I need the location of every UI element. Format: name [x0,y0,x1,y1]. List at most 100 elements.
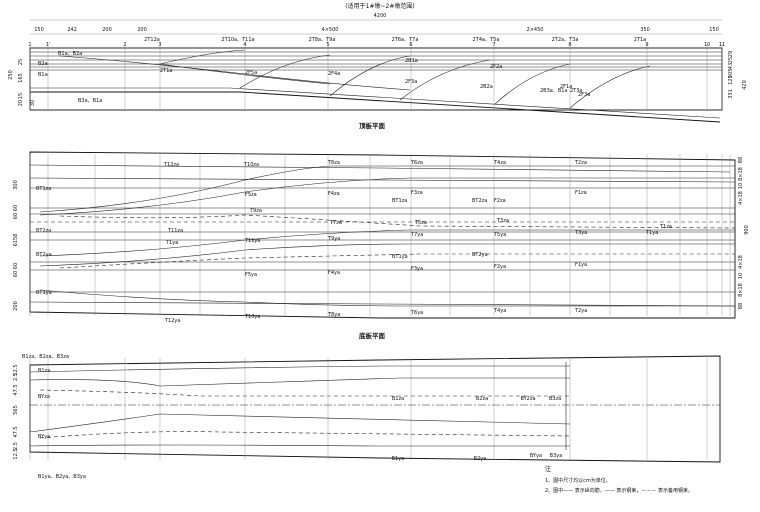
plan2-lower-label: T1ya [645,230,658,236]
plan2-title: 底板平面 [359,331,386,340]
plan1-inner-label: 2T3a [570,88,582,94]
plan3-lower-label: B2ya [474,456,487,462]
notes-line-2: 2、图中—— 表示纵向筋，—— 表示钢束，－－－ 表示备用钢束。 [545,487,693,494]
plan2-top-label: T4za [493,160,506,166]
plan1-section-lines [29,44,723,110]
plan2-lower-label: T9ya [327,236,340,242]
plan2-right-dim: 10 [738,183,744,189]
plan3-upper-label: B1za [392,396,404,402]
plan1-inner-label: 2F1a [560,84,572,90]
segment-dimension: 150 [34,27,44,33]
plan1-right-dim: 331 [728,89,734,99]
plan1-right-dim: 5 [728,68,734,71]
segment-dimension: 2×450 [527,27,544,33]
plan2-left-dim: 60 [13,205,19,211]
plan2-left-dim: 60 [13,213,19,219]
plan2-upper-label: BT2za [472,198,487,204]
plan2-right-dim: 4×18 [738,255,744,269]
segment-dimension: 150 [709,27,719,33]
plan1-left-dim: 20 [18,100,24,106]
plan2-right-dim: 8×18 [738,283,744,297]
plan1-left-label: B3a、B1a [78,98,102,104]
plan2-left-dim: 200 [13,301,19,311]
plan2-bottom-label: T4ya [493,308,506,314]
plan2-top-label: T6za [410,160,423,166]
plan1-left-label: B2a [38,61,48,67]
plan2-upper-label: T1za [659,224,672,230]
plan1-inner-label: 2F3a [405,79,417,85]
plan2-lower-label: F4ya [328,270,340,276]
plan2-left-label: BT2za [36,228,51,234]
plan3-left-label: BYza [38,394,50,400]
plan3-upper-label: B3za [549,396,561,402]
plan2-left-label: BT1za [36,186,51,192]
plan2-lower-label: T7ya [410,232,423,238]
notes-line-1: 1、图中尺寸均以cm为单位。 [545,477,611,484]
plan2-right-dim: 88 [738,157,744,163]
plan3-top-left-label: B1za、B2za、B3za [22,354,69,360]
plan1-left-dim: 15 [18,93,24,99]
plan1-right-dim: 420 [742,80,748,90]
plan2-lower-label: F2ya [494,264,506,270]
plan2-right-dim: 88 [738,303,744,309]
plan1-left-dim: 250 [8,70,14,80]
segment-dimension: 200 [102,27,112,33]
plan2-upper-label: F3za [411,190,423,196]
plan2-lower-label: BT2ya [472,252,488,258]
plan1-left-dim: 30 [30,100,36,106]
plan3-drawing [29,355,721,463]
plan2-upper-label: BT1za [392,198,407,204]
plan1-left-dim: 165 [18,73,24,83]
plan2-top-label: T2za [574,160,587,166]
plan2-lower-label: T3ya [574,230,587,236]
plan1-left-label: B1a、B2a [58,51,82,57]
plan1-inner-label: 2F5a [245,70,257,76]
plan2-upper-label: F1za [575,190,587,196]
plan2-lower-label: F5ya [245,272,257,278]
group-label: 2T2a、T3a [552,37,579,43]
total-dimension: 4200 [374,13,387,19]
plan3-left-dim: 2.5 [13,373,19,381]
plan2-bottom-label: T2ya [574,308,587,314]
plan2-upper-label: F4za [328,191,340,197]
plan2-upper-label: T7za [329,220,342,226]
plan3-lower-label: B1ya [392,456,405,462]
segment-dimension: 4×500 [322,27,339,33]
plan3-left-dim: 2.5 [13,442,19,450]
segment-dimension: 242 [67,27,77,33]
plan1-inner-label: 2B2a [480,84,493,90]
plan2-top-label: T12za [163,162,179,168]
plan2-left-dim: 6158 [13,234,19,247]
plan1-inner-label: 2B3a、B1a [540,88,568,94]
group-label: 2T12a [144,37,160,43]
plan2-upper-label: F5za [245,192,257,198]
plan2-right-dim: 8×18 [738,167,744,181]
plan3-left-label: BYya [38,434,50,440]
plan2-left-label: BT1ya [36,290,52,296]
plan1-right-dim: 43 [728,63,734,69]
plan1-taper-edge [30,91,721,123]
plan2-bottom-label: T8ya [327,312,340,318]
notes-heading: 注 [545,465,551,473]
plan1-right-dim: 29 [728,51,734,57]
plan2-left-dim: 60 [13,263,19,269]
plan1-right-dim: 25 [728,57,734,63]
plan3-left-dim: 47.5 [13,384,19,395]
group-label: 2T10a、T11a [221,37,254,43]
plan1-drawing [29,47,723,123]
plan3-labels: B1za、B2za、B3zaB1zaBYzaBYya12.52.547.5565… [13,354,562,480]
plan1-left-label: B1a [38,72,48,78]
plan1-inner-label: 2F3a [578,92,590,98]
plan2-upper-label: T11za [167,228,183,234]
plan2-left-dim: 300 [13,180,19,190]
segment-dimension: 200 [137,27,147,33]
plan3-left-dim: 565 [13,405,19,415]
plan3-upper-label: B2za [476,396,488,402]
plan1-right-dim: 125 [728,75,734,85]
plan2-top-label: T10za [243,162,259,168]
plan3-lower-label: B3ya [550,453,563,459]
